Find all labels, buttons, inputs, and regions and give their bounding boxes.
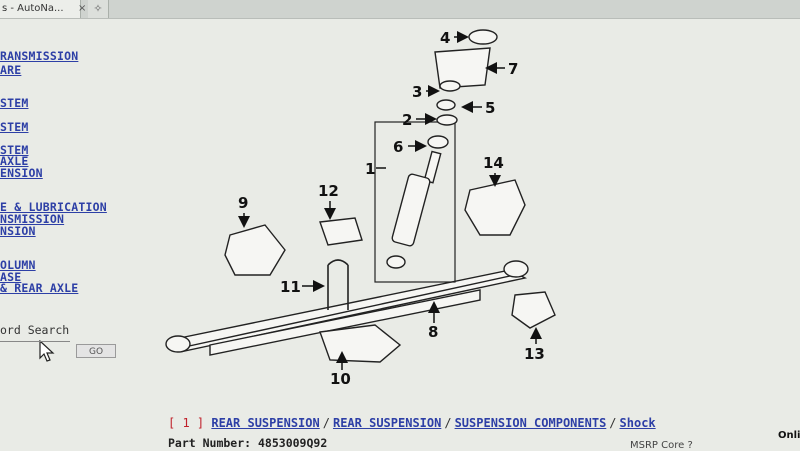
part-number: Part Number: 4853009Q92 — [168, 436, 328, 450]
bracket-9-part[interactable] — [224, 224, 286, 276]
leaf-spring-part[interactable] — [165, 260, 529, 356]
callout-4: 4 — [440, 29, 450, 47]
breadcrumb-shock[interactable]: Shock — [619, 416, 656, 430]
breadcrumb-suspension-components[interactable]: SUSPENSION COMPONENTS — [454, 416, 607, 430]
callout-1: 1 — [365, 160, 375, 178]
callout-12: 12 — [318, 182, 339, 200]
sidebar-item-rear-axle[interactable]: & REAR AXLE — [0, 281, 79, 295]
breadcrumb-separator: / — [444, 416, 452, 430]
sidebar-item-transmission[interactable]: RANSMISSION — [0, 49, 79, 63]
shackle-13-part[interactable] — [511, 291, 556, 329]
callout-8: 8 — [428, 323, 438, 341]
callout-6: 6 — [393, 138, 403, 156]
u-bolt-11-part[interactable] — [327, 259, 349, 310]
sidebar-item-system-3[interactable]: STEM — [0, 143, 29, 157]
sidebar-item-column[interactable]: OLUMN — [0, 258, 36, 272]
breadcrumb-rear-suspension-1[interactable]: REAR SUSPENSION — [211, 416, 320, 430]
callout-3: 3 — [412, 83, 422, 101]
msrp-core-label: MSRP Core ? — [630, 440, 693, 451]
breadcrumb-rear-suspension-2[interactable]: REAR SUSPENSION — [332, 416, 442, 430]
online-label: Onli — [778, 430, 800, 441]
plate-10-part[interactable] — [319, 324, 402, 363]
callout-10: 10 — [330, 370, 351, 388]
callout-labels: 1 2 3 4 5 6 7 8 9 10 11 12 13 14 — [238, 29, 545, 388]
mouse-cursor-icon — [39, 340, 55, 362]
rear-suspension-diagram: 1 2 3 4 5 6 7 8 9 10 11 12 13 14 — [165, 29, 556, 388]
browser-tab-strip: s - AutoNa... × ✧ — [0, 0, 800, 19]
bumper-12-part[interactable] — [319, 217, 363, 246]
keyword-search-label: ord Search — [0, 323, 70, 337]
new-tab-icon[interactable]: ✧ — [88, 0, 109, 18]
sidebar-item-axle[interactable]: AXLE — [0, 154, 29, 168]
sidebar-item-suspension-2[interactable]: NSION — [0, 224, 36, 238]
sidebar-item-lubrication[interactable]: E & LUBRICATION — [0, 200, 107, 214]
callout-7: 7 — [508, 60, 518, 78]
callout-5: 5 — [485, 99, 495, 117]
callout-9: 9 — [238, 194, 248, 212]
sidebar-item-suspension[interactable]: ENSION — [0, 166, 43, 180]
bracket-14-part[interactable] — [464, 179, 526, 236]
sidebar: RANSMISSION ARE STEM STEM STEM AXLE ENSI… — [0, 40, 160, 420]
callout-11: 11 — [280, 278, 301, 296]
tab-close-icon[interactable]: × — [78, 3, 87, 14]
breadcrumb-index: [ 1 ] — [168, 416, 205, 430]
go-button[interactable]: GO — [76, 344, 116, 358]
sidebar-item-transmission-2[interactable]: NSMISSION — [0, 212, 65, 226]
upper-bushings-part[interactable] — [434, 29, 498, 126]
sidebar-item-system-2[interactable]: STEM — [0, 120, 29, 134]
sidebar-item-system-1[interactable]: STEM — [0, 96, 29, 110]
shock-absorber-part[interactable] — [386, 135, 449, 269]
breadcrumb-separator: / — [322, 416, 330, 430]
breadcrumb-separator: / — [609, 416, 617, 430]
keyword-search-input[interactable] — [0, 341, 70, 342]
callout-13: 13 — [524, 345, 545, 363]
breadcrumb: [ 1 ] REAR SUSPENSION/REAR SUSPENSION/SU… — [168, 416, 800, 432]
callout-2: 2 — [402, 111, 412, 129]
sidebar-item-case[interactable]: ASE — [0, 270, 22, 284]
shock-absorber-box — [374, 121, 456, 283]
browser-tab[interactable]: s - AutoNa... — [0, 0, 81, 18]
callout-14: 14 — [483, 154, 504, 172]
sidebar-item-spare[interactable]: ARE — [0, 63, 22, 77]
